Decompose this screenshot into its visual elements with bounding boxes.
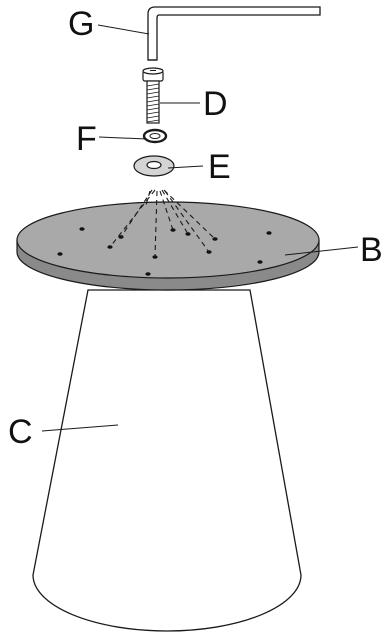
conical-base <box>32 289 302 632</box>
hole <box>57 252 63 256</box>
label-e: E <box>208 148 231 186</box>
leader-f <box>98 136 148 140</box>
label-b: B <box>360 231 383 269</box>
leader-b <box>284 246 359 256</box>
hole <box>257 260 263 264</box>
flat-washer <box>133 155 175 177</box>
leader-lines <box>41 24 359 432</box>
label-g: G <box>68 5 94 43</box>
label-f: F <box>76 120 97 158</box>
spring-washer <box>142 128 168 144</box>
bolt <box>142 67 164 124</box>
hex-key-tool <box>147 6 321 61</box>
label-c: C <box>8 413 33 451</box>
hole <box>145 272 151 276</box>
hole <box>79 227 85 231</box>
fastener-guide-lines <box>109 189 216 258</box>
table-plate <box>16 201 320 291</box>
hole <box>212 237 218 241</box>
leader-g <box>97 24 150 35</box>
leader-e <box>167 165 204 169</box>
label-d: D <box>203 85 228 123</box>
hole <box>266 231 272 235</box>
hole <box>185 232 191 236</box>
leader-c <box>41 424 119 432</box>
mounting-holes <box>57 227 272 276</box>
hole <box>170 228 176 232</box>
